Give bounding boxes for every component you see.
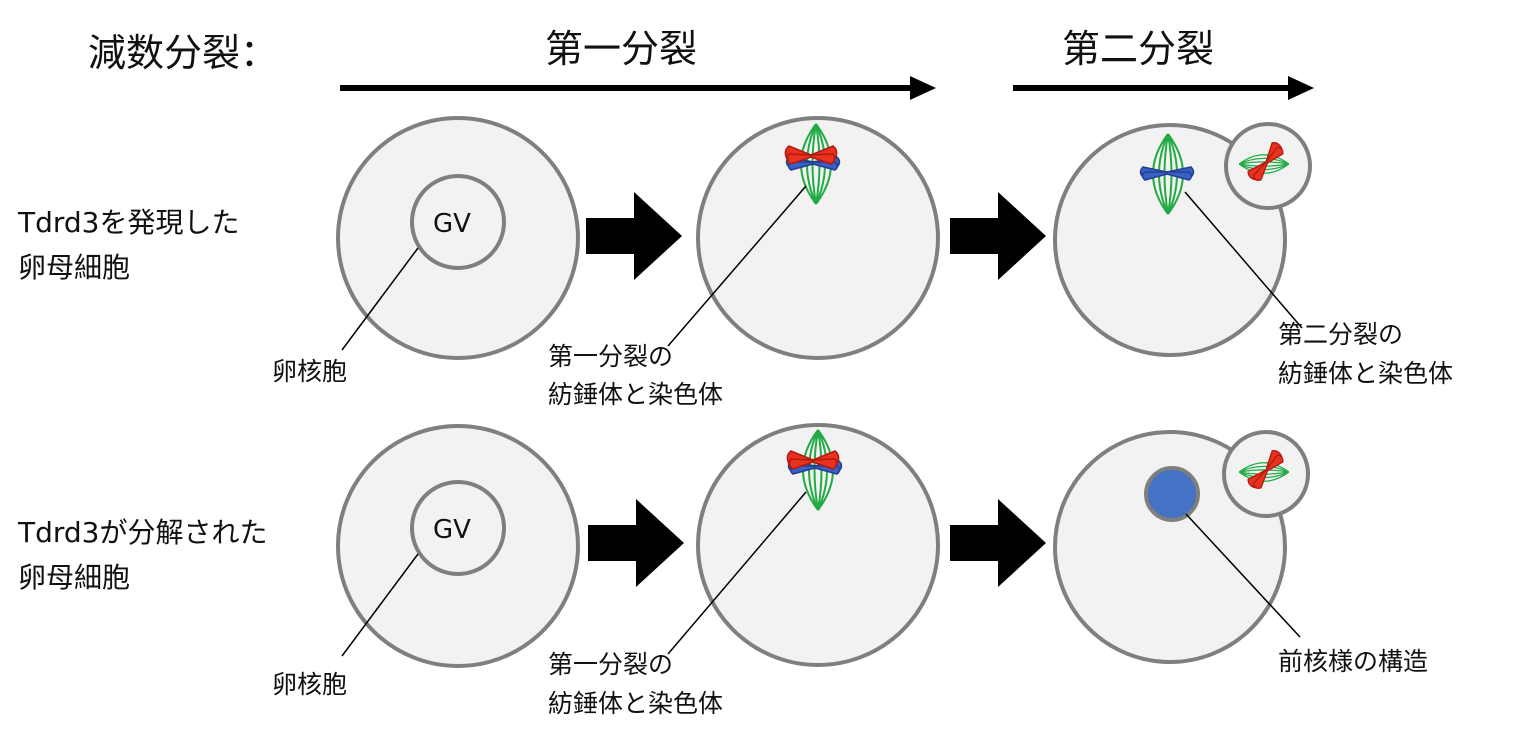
spindle-label-line-1: 第一分裂の [548,342,673,371]
spindle-leader-line [667,491,807,655]
phase2-label: 第二分裂 [1062,27,1214,71]
phase2-arrow [1013,76,1314,100]
spindle-label-line-1: 第一分裂の [548,650,673,679]
spindle-label-line-2: 紡錘体と染色体 [548,689,723,718]
spindle-leader-line [667,185,807,347]
row-degraded: Tdrd3が分解された 卵母細胞 GV 卵核胞 第一分裂の 紡錘体と染色体 [17,423,1428,718]
gv-text: GV [433,209,471,239]
oocyte-mi-stage: 第一分裂の 紡錘体と染色体 [548,423,940,718]
gv-leader-line [341,553,419,657]
pronucleus-label: 前核様の構造 [1278,647,1428,676]
transition-arrow-2 [950,192,1046,280]
row-label-line-2: 卵母細胞 [18,561,130,594]
oocyte-pronucleus-stage: 前核様の構造 [1053,430,1428,676]
row-label-line-1: Tdrd3を発現した [17,206,240,239]
mii-leader-line [1184,191,1303,329]
gv-label: 卵核胞 [272,670,347,699]
transition-arrow-1 [586,192,682,280]
header-title: 減数分裂： [88,31,278,75]
germinal-vesicle [410,480,506,576]
germinal-vesicle [410,174,506,270]
phase1-arrow [340,76,936,100]
row-expressed: Tdrd3を発現した 卵母細胞 GV 卵核胞 第一分裂の 紡錘体と染色体 [17,116,1453,409]
gv-label: 卵核胞 [272,357,347,386]
oocyte-mi-stage: 第一分裂の 紡錘体と染色体 [548,116,940,409]
oocyte-cell [696,423,940,667]
transition-arrow-2 [950,499,1046,587]
mii-label-line-1: 第二分裂の [1278,320,1403,349]
phase1-label: 第一分裂 [545,27,697,71]
pronucleus-like-structure [1144,466,1200,522]
mii-label-line-2: 紡錘体と染色体 [1278,359,1453,388]
transition-arrow-1 [588,499,684,587]
oocyte-gv-stage: GV 卵核胞 [272,424,580,699]
oocyte-mii-stage: 第二分裂の 紡錘体と染色体 [1053,122,1453,388]
pronucleus-leader-line [1185,513,1301,638]
row-label-line-2: 卵母細胞 [18,251,130,284]
row-label-line-1: Tdrd3が分解された [17,516,268,549]
oocyte-gv-stage: GV 卵核胞 [272,116,580,386]
oocyte-cell [696,116,940,360]
gv-leader-line [341,247,419,351]
spindle-label-line-2: 紡錘体と染色体 [548,380,723,409]
gv-text: GV [433,515,471,545]
